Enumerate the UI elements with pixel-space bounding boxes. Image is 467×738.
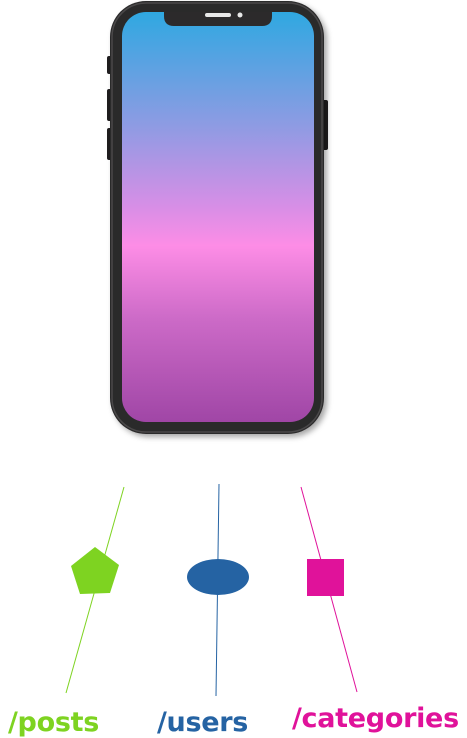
pentagon-icon bbox=[71, 547, 119, 594]
phone-camera bbox=[237, 12, 243, 18]
phone-screen bbox=[122, 12, 314, 422]
users-route-label: /users bbox=[157, 707, 249, 738]
posts-route-label: /posts bbox=[8, 707, 99, 738]
ellipse-icon bbox=[187, 559, 249, 595]
phone-notch bbox=[164, 12, 272, 26]
square-icon bbox=[307, 559, 344, 596]
phone-bezel-highlight bbox=[111, 2, 323, 433]
phone-device bbox=[107, 1, 328, 434]
categories-route-label: /categories bbox=[292, 703, 459, 734]
phone-speaker bbox=[205, 13, 231, 17]
